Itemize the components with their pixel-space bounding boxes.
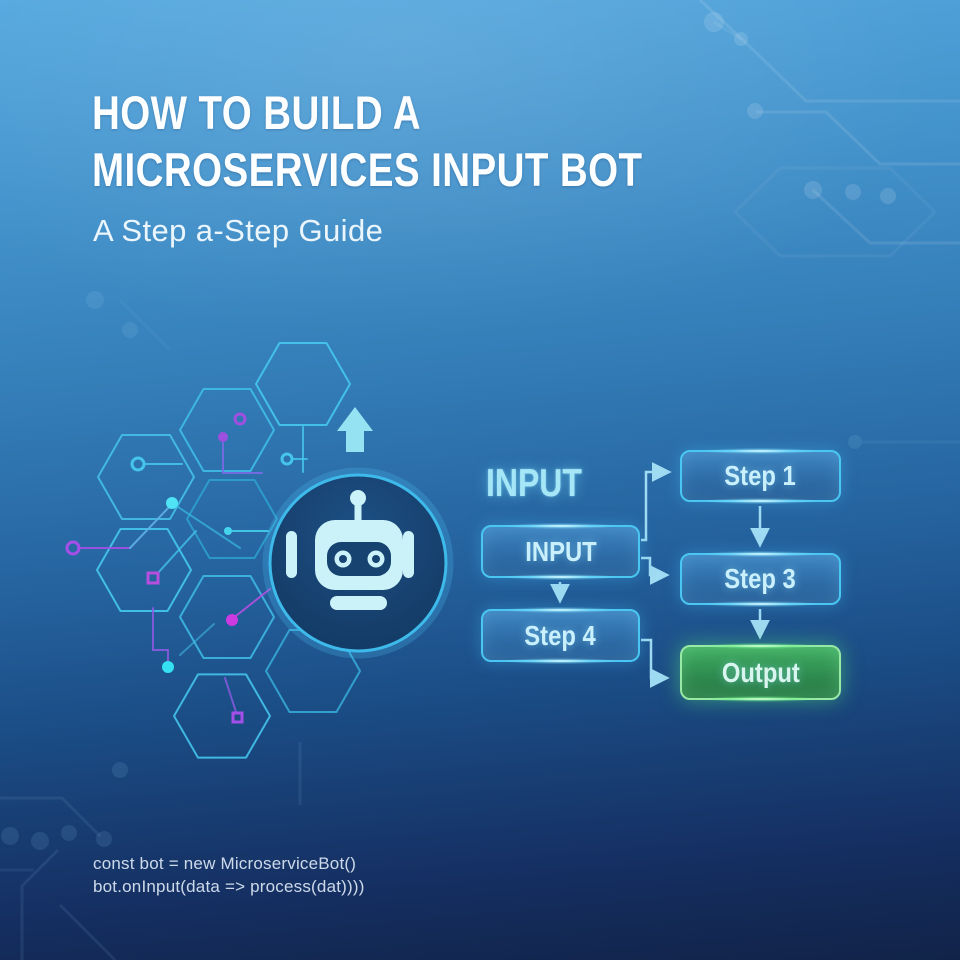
- flow-node-output-label: Output: [721, 656, 800, 688]
- page-subtitle: A Step a-Step Guide: [93, 213, 384, 248]
- robot-icon: [286, 490, 414, 610]
- flow-node-step3: Step 3: [680, 551, 841, 607]
- flow-node-step4-label: Step 4: [524, 619, 597, 651]
- code-line-1: const bot = new MicroserviceBot(): [93, 854, 357, 873]
- up-arrow-icon: [337, 407, 373, 452]
- page-title: HOW TO BUILD A MICROSERVICES INPUT BOT: [92, 84, 763, 198]
- code-snippet: const bot = new MicroserviceBot() bot.on…: [93, 852, 365, 898]
- flow-node-output: Output: [680, 643, 841, 702]
- title-line-1: HOW TO BUILD A: [92, 86, 422, 139]
- flow-node-input: INPUT: [481, 523, 640, 580]
- flow-node-input-label: INPUT: [524, 535, 597, 567]
- flow-node-step1: Step 1: [680, 448, 841, 504]
- flowchart-heading: INPUT: [486, 462, 582, 505]
- flow-node-step3-label: Step 3: [724, 563, 797, 594]
- flow-node-step1-label: Step 1: [724, 460, 797, 491]
- flow-node-step4: Step 4: [481, 607, 640, 664]
- code-line-2: bot.onInput(data => process(dat)))): [93, 877, 365, 896]
- title-line-2: MICROSERVICES INPUT BOT: [92, 143, 643, 196]
